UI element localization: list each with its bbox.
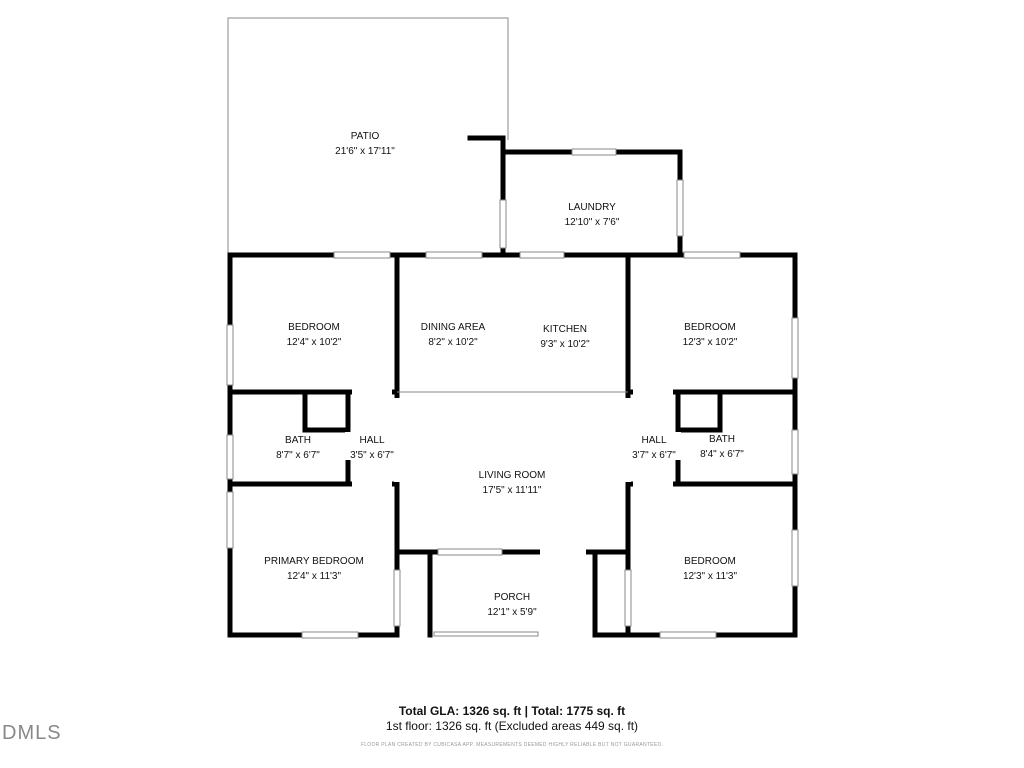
living-label: LIVING ROOM (479, 470, 546, 481)
hall-w-label: HALL (359, 435, 384, 446)
bath-w-dims: 8'7" x 6'7" (276, 450, 320, 461)
bedroom-ne-dims: 12'3" x 10'2" (683, 337, 738, 348)
windows (226, 148, 799, 639)
bath-e-dims: 8'4" x 6'7" (700, 449, 744, 460)
walls (227, 135, 798, 638)
floor-area-summary: 1st floor: 1326 sq. ft (Excluded areas 4… (385, 719, 639, 733)
patio-outline (227, 17, 509, 253)
porch-label: PORCH (494, 592, 530, 603)
room-labels: PATIO 21'6" x 17'11" LAUNDRY 12'10" x 7'… (264, 131, 744, 618)
kitchen-dims: 9'3" x 10'2" (540, 339, 590, 350)
patio-dims: 21'6" x 17'11" (335, 146, 395, 157)
patio-label: PATIO (351, 131, 380, 142)
primary-bedroom-label: PRIMARY BEDROOM (264, 556, 364, 567)
hall-e-label: HALL (641, 435, 666, 446)
dmls-logo: DMLS (2, 722, 62, 744)
dining-label: DINING AREA (421, 322, 486, 333)
hall-w-dims: 3'5" x 6'7" (350, 450, 394, 461)
total-area-summary: Total GLA: 1326 sq. ft | Total: 1775 sq.… (398, 704, 626, 718)
bedroom-nw-dims: 12'4" x 10'2" (287, 337, 342, 348)
porch-dims: 12'1" x 5'9" (487, 607, 537, 618)
bath-w-label: BATH (285, 435, 311, 446)
bath-e-label: BATH (709, 434, 735, 445)
bedroom-se-dims: 12'3" x 11'3" (683, 571, 738, 582)
laundry-dims: 12'10" x 7'6" (565, 217, 620, 228)
living-dims: 17'5" x 11'11" (483, 485, 542, 496)
hall-e-dims: 3'7" x 6'7" (632, 450, 676, 461)
bedroom-ne-label: BEDROOM (684, 322, 736, 333)
laundry-label: LAUNDRY (568, 202, 616, 213)
bedroom-nw-label: BEDROOM (288, 322, 340, 333)
dining-dims: 8'2" x 10'2" (428, 337, 478, 348)
door-openings (345, 389, 681, 555)
disclaimer-text: FLOOR PLAN CREATED BY CUBICASA APP. MEAS… (360, 742, 664, 748)
primary-bedroom-dims: 12'4" x 11'3" (287, 571, 342, 582)
bedroom-se-label: BEDROOM (684, 556, 736, 567)
kitchen-label: KITCHEN (543, 324, 587, 335)
